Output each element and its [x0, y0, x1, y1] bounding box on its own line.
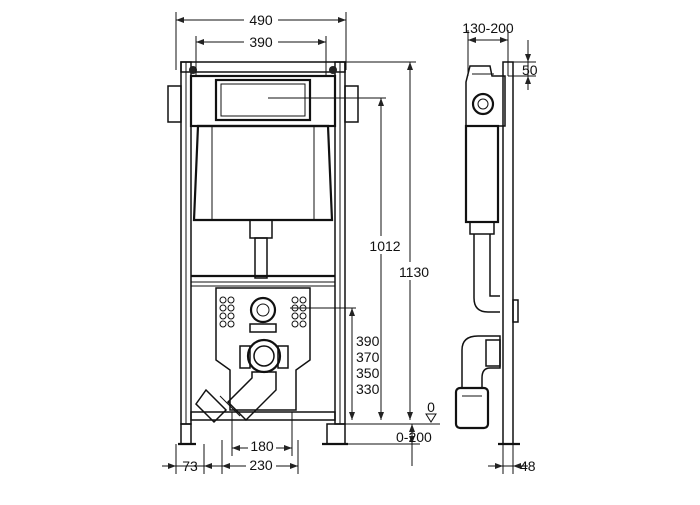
left-foot: [180, 423, 192, 445]
dimension-130-200: 130-200: [462, 20, 514, 76]
dim-label-48: 48: [520, 458, 536, 474]
side-cistern-top: [465, 65, 506, 127]
front-view: [167, 61, 359, 446]
side-drain-outlet: [454, 386, 490, 430]
flush-plate-opening: [214, 78, 312, 122]
dim-label-1012: 1012: [369, 238, 400, 254]
dimension-73: 73: [162, 444, 222, 474]
floor-range-label: 0-200: [396, 429, 432, 445]
bolt-holes-left: [219, 296, 235, 328]
dimension-390: 390: [195, 33, 327, 76]
drain-height-370: 370: [356, 349, 380, 365]
flush-pipe: [254, 237, 268, 279]
left-bracket: [167, 85, 182, 123]
drain-outlet: [246, 338, 282, 374]
dim-label-73: 73: [182, 458, 198, 474]
water-inlet: [249, 296, 277, 324]
right-bracket: [344, 85, 359, 123]
bolt-holes-right: [291, 296, 307, 328]
drain-elbow: [226, 371, 277, 422]
dimension-drain-heights: 390 370 350 330: [290, 307, 380, 420]
frame-top-rail: [180, 61, 346, 73]
drain-height-330: 330: [356, 381, 380, 397]
dimension-180: 180: [231, 412, 293, 456]
side-flush-pipe: [473, 234, 500, 313]
dim-label-130-200: 130-200: [462, 20, 514, 36]
side-cistern-body: [464, 124, 500, 224]
dim-label-50: 50: [522, 62, 538, 78]
flush-valve: [249, 219, 273, 239]
frame-bottom-rail: [190, 411, 336, 421]
dimension-50: 50: [508, 40, 538, 90]
dim-label-230: 230: [249, 457, 273, 473]
floor-level-marker: 0 0-200: [340, 399, 440, 466]
dimension-1130: 1130: [346, 61, 433, 420]
dimension-1012: 1012: [268, 97, 404, 420]
dimension-230: 230: [221, 440, 299, 474]
dim-label-1130: 1130: [399, 264, 429, 280]
side-drain-bend: [461, 335, 501, 389]
dimension-490: 490: [175, 11, 347, 70]
right-foot: [326, 423, 346, 445]
mounting-plate: [215, 287, 311, 411]
floor-level-label: 0: [427, 399, 435, 415]
side-view: [454, 61, 520, 446]
cistern-body: [192, 124, 334, 222]
dim-label-180: 180: [250, 438, 274, 454]
drain-height-390: 390: [356, 333, 380, 349]
drain-height-350: 350: [356, 365, 380, 381]
dim-label-490: 490: [249, 12, 273, 28]
dim-label-390: 390: [249, 34, 273, 50]
dimension-48: 48: [488, 444, 536, 474]
